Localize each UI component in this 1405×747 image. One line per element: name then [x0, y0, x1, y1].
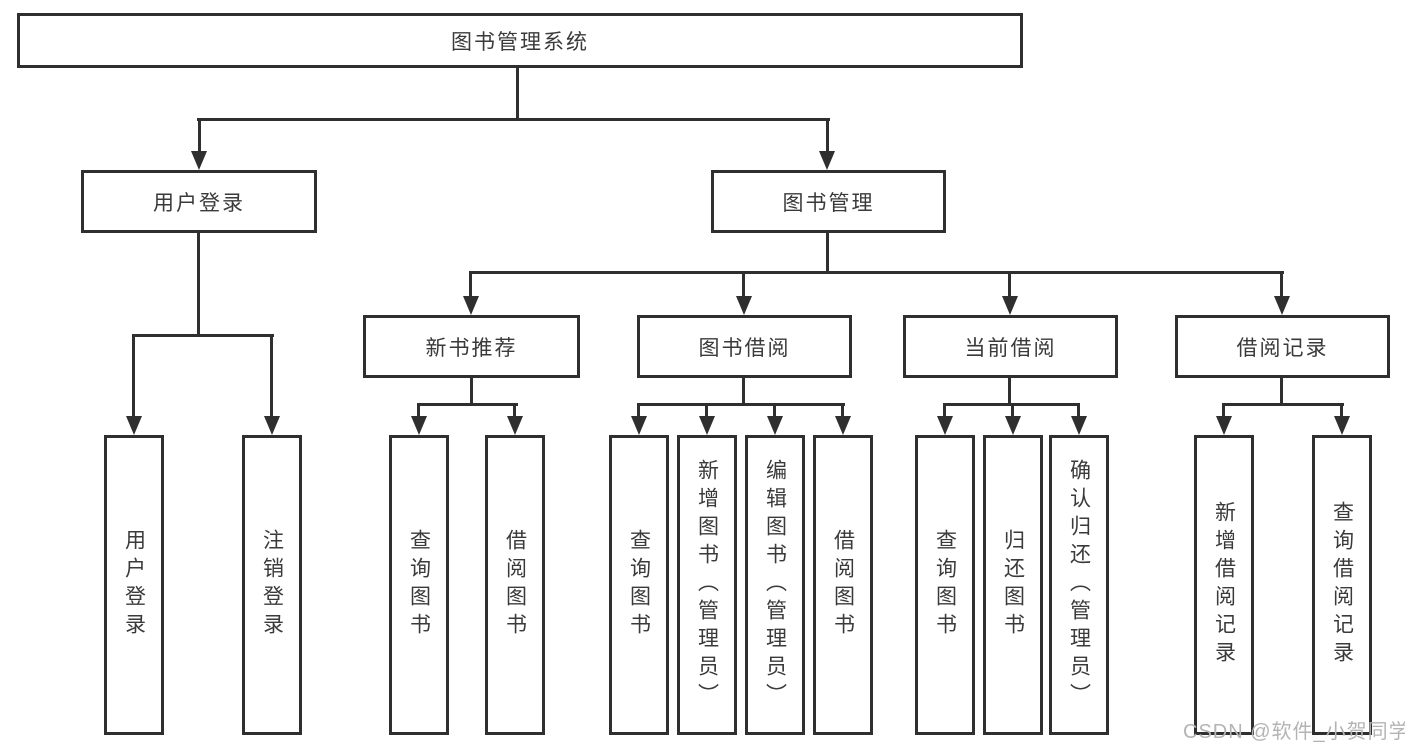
node-label: 图书管理系统: [451, 30, 589, 54]
node-label: 查询借阅记录: [1330, 501, 1354, 669]
connector-line: [637, 405, 640, 419]
arrow-down-icon: [1216, 416, 1232, 435]
node-label: 图书借阅: [698, 336, 791, 360]
arrow-down-icon: [191, 151, 207, 170]
node-label: 查询图书: [407, 529, 431, 641]
arrow-down-icon: [1274, 296, 1290, 315]
node-label: 当前借阅: [964, 336, 1057, 360]
node-user-login: 用户登录: [81, 170, 317, 233]
node-label: 借阅记录: [1236, 336, 1329, 360]
connector-line: [826, 121, 829, 152]
connector-line: [1077, 405, 1080, 419]
arrow-down-icon: [507, 416, 523, 435]
leaf-add-borrow-record: 新增借阅记录: [1194, 435, 1254, 735]
connector-line: [469, 274, 472, 298]
connector-line: [132, 337, 135, 418]
node-label: 新增借阅记录: [1212, 501, 1236, 669]
leaf-borrow-books-recommend: 借阅图书: [485, 435, 545, 735]
connector-line: [513, 405, 516, 419]
connector-line: [132, 334, 274, 337]
leaf-edit-book-admin: 编辑图书（管理员）: [745, 435, 805, 735]
leaf-add-book-admin: 新增图书（管理员）: [677, 435, 737, 735]
connector-line: [1011, 405, 1014, 419]
node-new-book-recommend: 新书推荐: [363, 315, 580, 378]
connector-line: [270, 337, 273, 418]
connector-line: [198, 121, 201, 152]
node-label: 编辑图书（管理员）: [763, 459, 787, 711]
connector-line: [637, 403, 845, 406]
connector-line: [470, 378, 473, 405]
arrow-down-icon: [264, 416, 280, 435]
arrow-down-icon: [411, 416, 427, 435]
node-library-management-system: 图书管理系统: [17, 13, 1023, 68]
node-current-borrow: 当前借阅: [903, 315, 1118, 378]
leaf-user-login: 用户登录: [104, 435, 164, 735]
arrow-down-icon: [736, 296, 752, 315]
connector-line: [417, 403, 518, 406]
connector-line: [469, 271, 1284, 274]
leaf-query-books-current: 查询图书: [915, 435, 975, 735]
arrow-down-icon: [699, 416, 715, 435]
connector-line: [1280, 274, 1283, 298]
node-label: 图书管理: [782, 191, 875, 215]
connector-line: [943, 403, 1080, 406]
connector-line: [742, 274, 745, 298]
arrow-down-icon: [1071, 416, 1087, 435]
leaf-return-book: 归还图书: [983, 435, 1043, 735]
connector-line: [1008, 274, 1011, 298]
node-label: 用户登录: [153, 191, 245, 215]
csdn-watermark: CSDN @软件_小贺同学: [1183, 721, 1405, 743]
node-label: 归还图书: [1001, 529, 1025, 641]
connector-line: [943, 405, 946, 419]
connector-line: [1222, 403, 1344, 406]
node-label: 新增图书（管理员）: [695, 459, 719, 711]
connector-line: [197, 118, 830, 121]
connector-line: [742, 378, 745, 405]
connector-line: [1280, 378, 1283, 405]
node-label: 借阅图书: [831, 529, 855, 641]
arrow-down-icon: [1002, 296, 1018, 315]
arrow-down-icon: [463, 296, 479, 315]
leaf-borrow-books: 借阅图书: [813, 435, 873, 735]
connector-line: [516, 68, 519, 121]
connector-line: [1222, 405, 1225, 419]
connector-line: [826, 233, 829, 274]
connector-line: [1340, 405, 1343, 419]
arrow-down-icon: [937, 416, 953, 435]
connector-line: [705, 405, 708, 419]
node-label: 注销登录: [260, 529, 284, 641]
connector-line: [841, 405, 844, 419]
node-book-management: 图书管理: [711, 170, 946, 233]
node-borrow-records: 借阅记录: [1175, 315, 1390, 378]
leaf-confirm-return-admin: 确认归还（管理员）: [1049, 435, 1109, 735]
arrow-down-icon: [767, 416, 783, 435]
node-label: 查询图书: [627, 529, 651, 641]
node-label: 新书推荐: [425, 336, 518, 360]
arrow-down-icon: [631, 416, 647, 435]
node-label: 确认归还（管理员）: [1067, 459, 1091, 711]
arrow-down-icon: [819, 151, 835, 170]
arrow-down-icon: [126, 416, 142, 435]
leaf-query-books-recommend: 查询图书: [389, 435, 449, 735]
node-label: 查询图书: [933, 529, 957, 641]
connector-line: [1008, 378, 1011, 405]
connector-line: [417, 405, 420, 419]
connector-line: [197, 233, 200, 337]
leaf-query-books-borrow: 查询图书: [609, 435, 669, 735]
leaf-logout: 注销登录: [242, 435, 302, 735]
arrow-down-icon: [835, 416, 851, 435]
connector-line: [773, 405, 776, 419]
node-label: 用户登录: [122, 529, 146, 641]
node-book-borrow: 图书借阅: [637, 315, 852, 378]
leaf-query-borrow-record: 查询借阅记录: [1312, 435, 1372, 735]
arrow-down-icon: [1005, 416, 1021, 435]
node-label: 借阅图书: [503, 529, 527, 641]
arrow-down-icon: [1334, 416, 1350, 435]
